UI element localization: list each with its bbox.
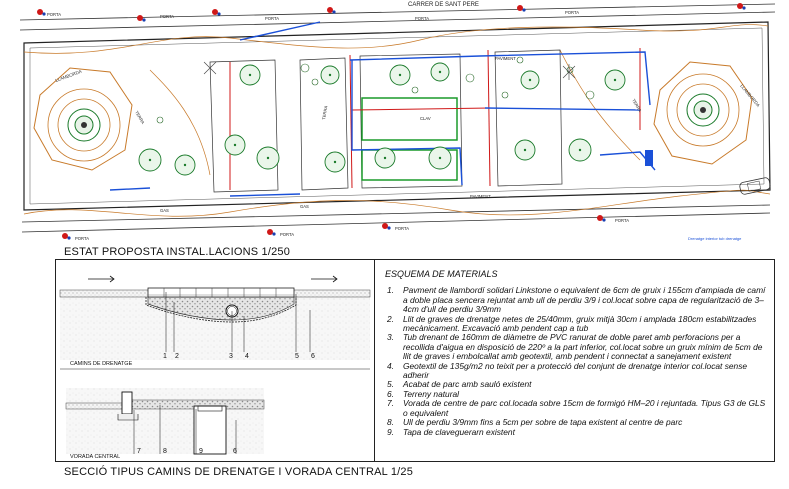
label-porta-2: PORTA: [160, 14, 174, 19]
material-number: 5.: [387, 379, 394, 390]
material-item: 5. Acabat de parc amb sauló existent: [385, 379, 770, 390]
label-porta-4: PORTA: [415, 16, 429, 21]
material-text: Acabat de parc amb sauló existent: [403, 379, 532, 390]
shrubs: [156, 56, 595, 124]
material-text: Llit de graves de drenatge netes de 25/4…: [403, 313, 757, 334]
park-boundary: [23, 21, 771, 211]
contour-lines: [23, 24, 771, 217]
green-beds: [361, 97, 458, 181]
material-text: Terreny natural: [403, 388, 460, 399]
callout-2: 2: [175, 353, 179, 360]
callout-6b: 6: [233, 448, 237, 455]
materials-list: 1. Pavment de llambordí solidari Linkston…: [385, 286, 770, 437]
section-label-curb: VORADA CENTRAL: [70, 454, 120, 460]
right-circle: [653, 61, 753, 165]
callout-9: 9: [199, 448, 203, 455]
section-drainage-path: 1 2 3 4 5 6 CAMINS DE DRENATGE: [59, 275, 371, 370]
site-plan: CARRER DE SANT PERE LLAMBORDA LLAMBORDA: [19, 2, 776, 241]
material-text: Ull de perdiu 3/9mm fins a 5cm per sobre…: [403, 417, 683, 428]
label-porta-7: PORTA: [280, 232, 294, 237]
typical-sections: 1 2 3 4 5 6 CAMINS DE DRENATGE 7 8: [59, 275, 371, 460]
blue-drain-lines: [109, 21, 656, 197]
material-item: 7. Vorada de centre de parc col.locada so…: [385, 399, 770, 418]
label-llamborda-left: LLAMBORDA: [55, 69, 83, 83]
material-item: 6. Terreny natural: [385, 388, 770, 399]
material-item: 9. Tapa de claveguerarn existent: [385, 426, 770, 437]
red-lines: [229, 48, 641, 190]
material-item: 1. Pavment de llambordí solidari Linkston…: [385, 286, 770, 314]
material-item: 3. Tub drenant de 160mm de diàmetre de PV…: [385, 333, 770, 361]
material-number: 4.: [387, 360, 394, 371]
section-label-drainage: CAMINS DE DRENATGE: [70, 361, 133, 367]
material-text: Tapa de claveguerarn existent: [403, 426, 515, 437]
detail-divider: [374, 259, 375, 462]
material-number: 2.: [387, 313, 394, 324]
material-text: Pavment de llambordí solidari Linkstone …: [403, 285, 766, 315]
label-terra-2: TERRA: [321, 105, 328, 120]
material-item: 8. Ull de perdiu 3/9mm fins a 5cm per sob…: [385, 417, 770, 428]
label-clav: CLAV: [420, 116, 431, 121]
label-terra-3: TERRA: [631, 98, 643, 113]
callout-3: 3: [229, 353, 233, 360]
plan-title: ESTAT PROPOSTA INSTAL.LACIONS 1/250: [64, 246, 291, 258]
label-llamborda-right: LLAMBORDA: [739, 83, 761, 107]
street-name: CARRER DE SANT PERE: [408, 2, 479, 8]
street-edges: [19, 3, 776, 233]
path-blocks: [209, 49, 563, 193]
material-item: 2. Llit de graves de drenatge netes de 25…: [385, 313, 770, 334]
callout-4: 4: [245, 353, 249, 360]
material-text: Tub drenant de 160mm de diàmetre de PVC …: [403, 332, 763, 362]
tree-centers: [148, 70, 617, 167]
section-title: SECCIÓ TIPUS CAMINS DE DRENATGE I VORADA…: [64, 466, 414, 478]
material-number: 3.: [387, 332, 394, 343]
label-gas-2: GAS: [300, 204, 309, 209]
callout-7: 7: [137, 448, 141, 455]
callout-6: 6: [311, 353, 315, 360]
blue-equipment: [645, 150, 653, 166]
label-porta-1: PORTA: [47, 12, 61, 17]
material-number: 7.: [387, 398, 394, 409]
label-porta-5: PORTA: [565, 10, 579, 15]
material-text: Geotextil de 135g/m2 no teixit per a pro…: [403, 360, 748, 381]
section-central-curb: 7 8 9 6 VORADA CENTRAL: [65, 388, 265, 460]
park-inner-boundary: [29, 27, 765, 205]
drain-note: Drenatge interior tub drenatge: [688, 236, 742, 241]
label-porta-6: PORTA: [75, 236, 89, 241]
compass-marks: [203, 61, 576, 80]
material-item: 4. Geotextil de 135g/m2 no teixit per a p…: [385, 360, 770, 381]
detail-frame: [55, 259, 775, 462]
label-porta-9: PORTA: [615, 218, 629, 223]
label-paviment-1: PAVIMENT: [470, 194, 491, 199]
callout-8: 8: [163, 448, 167, 455]
label-terra-1: TERRA: [134, 110, 146, 125]
materials-legend: ESQUEMA DE MATERIALS 1. Pavment de llambo…: [385, 269, 770, 437]
callout-1: 1: [163, 353, 167, 360]
materials-title: ESQUEMA DE MATERIALS: [385, 269, 498, 279]
material-number: 8.: [387, 417, 394, 428]
material-number: 9.: [387, 426, 394, 437]
label-paviment-2: PAVIMENT: [495, 56, 516, 61]
trees: [138, 62, 626, 176]
entrance-markers: [37, 3, 746, 240]
material-number: 1.: [387, 285, 394, 296]
label-porta-8: PORTA: [395, 226, 409, 231]
material-text: Vorada de centre de parc col.locada sobr…: [403, 398, 766, 418]
car-icon: [739, 177, 771, 195]
left-circle: [33, 67, 133, 171]
material-number: 6.: [387, 388, 394, 399]
callout-5: 5: [295, 353, 299, 360]
label-gas-1: GAS: [160, 208, 169, 213]
label-porta-3: PORTA: [265, 16, 279, 21]
